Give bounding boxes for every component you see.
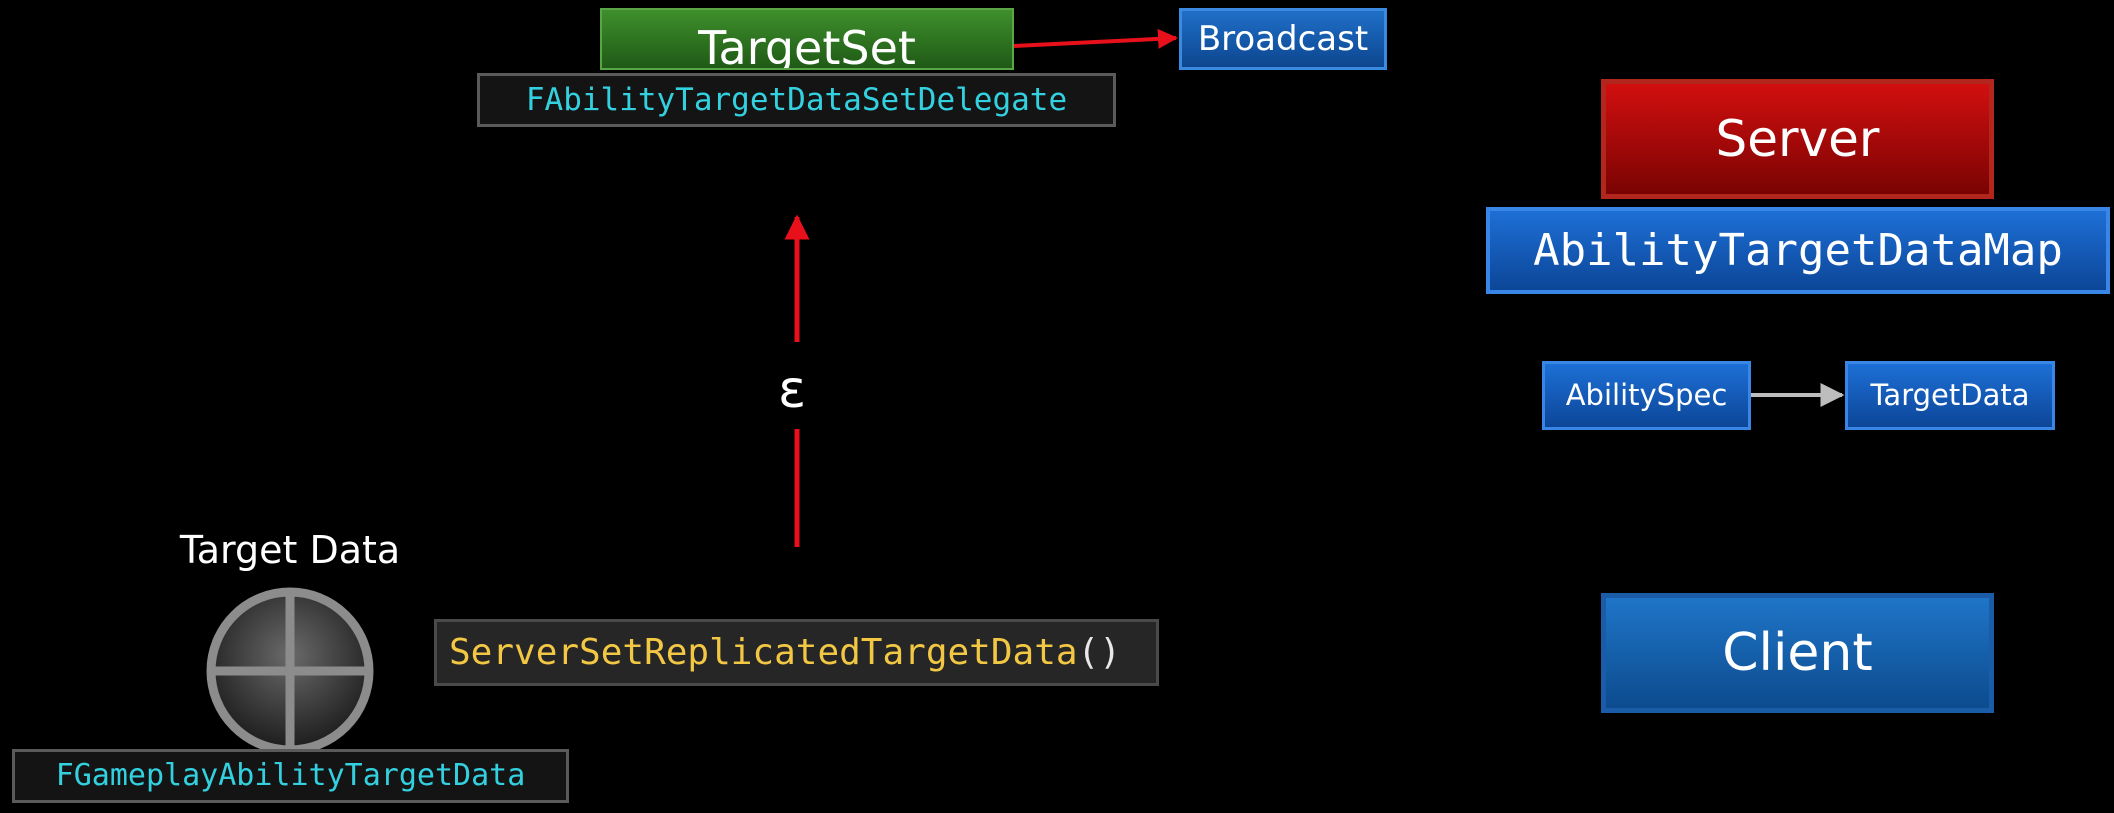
client-box: Client [1601,593,1994,713]
crosshair-icon [206,587,374,755]
delegate-label: FAbilityTargetDataSetDelegate [477,73,1116,127]
rpc-parens: () [1077,632,1121,673]
target-set-box: TargetSet [600,8,1014,70]
server-box: Server [1601,79,1994,199]
broadcast-arrow [1013,28,1178,49]
target-data-map-box: AbilityTargetDataMap [1486,207,2110,294]
ability-spec-box: AbilitySpec [1542,361,1751,430]
epsilon-symbol: ε [777,360,807,420]
rpc-name: ServerSetReplicatedTargetData [449,632,1078,673]
target-data-box: TargetData [1845,361,2055,430]
target-data-label: Target Data [179,528,401,572]
target-data-struct-label: FGameplayAbilityTargetData [12,749,569,803]
rpc-label: ServerSetReplicatedTargetData() [434,619,1159,686]
broadcast-box: Broadcast [1179,8,1387,70]
